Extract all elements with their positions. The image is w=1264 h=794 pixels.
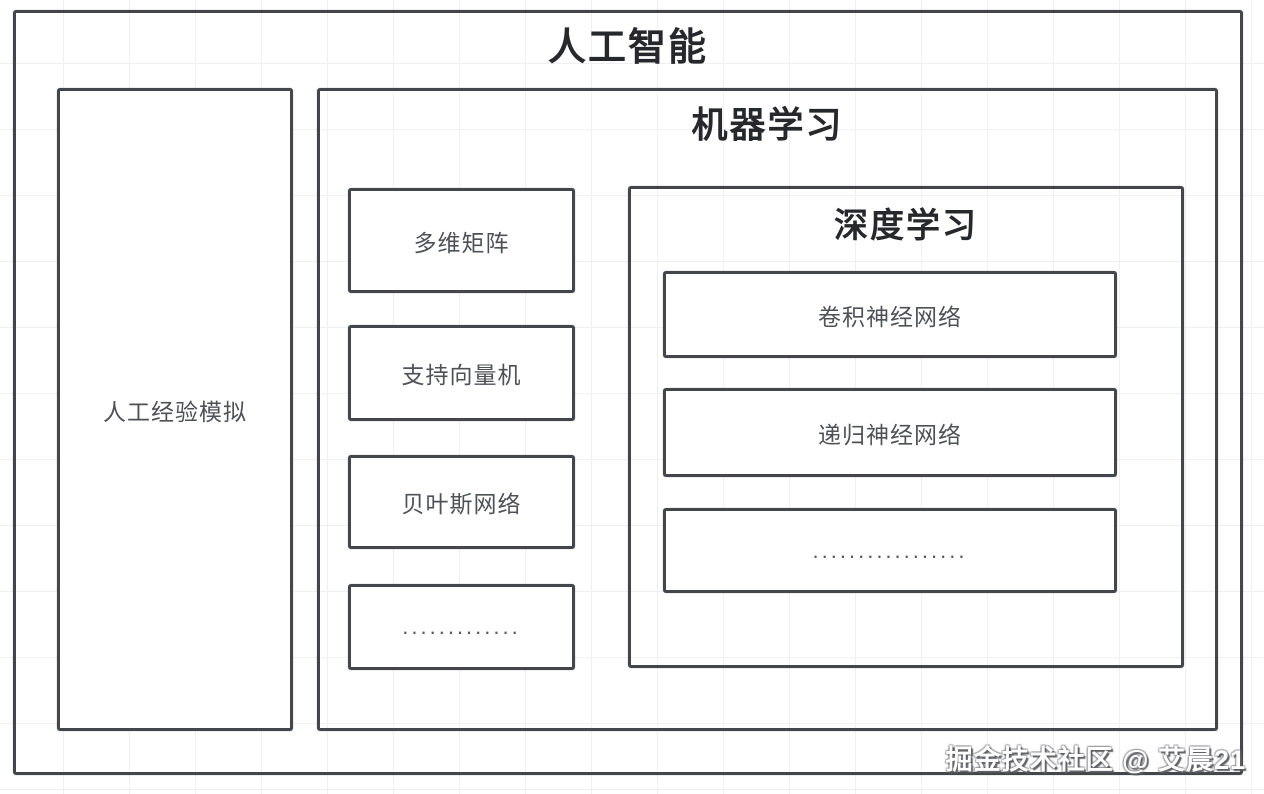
ml-item-box-ellipsis	[348, 584, 575, 670]
ml-item-label-ellipsis: .............	[402, 614, 521, 639]
experience-simulation-box	[57, 88, 293, 731]
ml-item-label-svm: 支持向量机	[401, 362, 522, 388]
machine-learning-box	[317, 88, 1218, 731]
dl-item-box-cnn	[663, 271, 1117, 358]
ml-item-box-bayes	[348, 455, 575, 549]
dl-item-box-rnn	[663, 388, 1117, 477]
ml-item-box-svm	[348, 325, 575, 421]
deep-learning-title: 深度学习	[834, 207, 978, 245]
ml-item-label-matrix: 多维矩阵	[413, 229, 510, 256]
dl-item-label-cnn: 卷积神经网络	[818, 303, 962, 330]
experience-simulation-label: 人工经验模拟	[103, 398, 247, 425]
ml-item-box-matrix	[348, 188, 575, 293]
deep-learning-box	[628, 186, 1184, 668]
ai-title: 人工智能	[547, 27, 708, 69]
ai-container-box	[13, 10, 1243, 775]
dl-item-label-rnn: 递归神经网络	[818, 421, 962, 448]
watermark: 掘金技术社区 @ 艾晨21	[945, 745, 1246, 775]
machine-learning-title: 机器学习	[691, 104, 844, 145]
dl-item-label-ellipsis: .................	[812, 537, 968, 563]
dl-item-box-ellipsis	[663, 508, 1117, 593]
ml-item-label-bayes: 贝叶斯网络	[401, 491, 522, 517]
